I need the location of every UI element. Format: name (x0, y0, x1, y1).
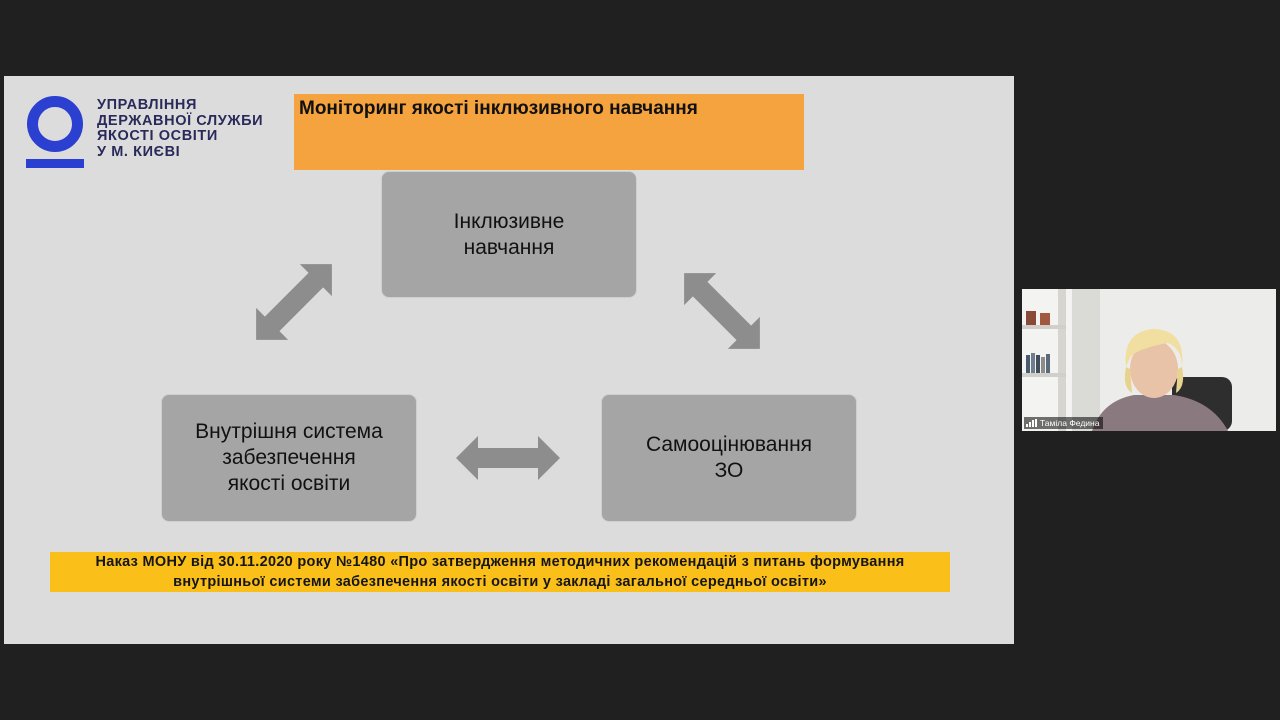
participant-video-feed (1022, 289, 1276, 431)
organization-name-line: УПРАВЛІННЯ (97, 97, 197, 113)
organization-logo-icon (26, 96, 84, 168)
order-reference-note: Наказ МОНУ від 30.11.2020 року №1480 «Пр… (50, 552, 950, 592)
node-internal-quality-system: Внутрішня система забезпечення якості ос… (161, 394, 417, 522)
double-arrow-icon (668, 257, 776, 365)
organization-name: УПРАВЛІННЯ ДЕРЖАВНОЇ СЛУЖБИ ЯКОСТІ ОСВІТ… (97, 97, 264, 160)
presentation-slide: УПРАВЛІННЯ ДЕРЖАВНОЇ СЛУЖБИ ЯКОСТІ ОСВІТ… (4, 76, 1014, 644)
node-label: Самооцінювання ЗО (645, 433, 813, 482)
node-inclusive-education: Інклюзивне навчання (381, 171, 637, 298)
note-line: Наказ МОНУ від 30.11.2020 року №1480 «Пр… (95, 554, 905, 570)
organization-name-line: ДЕРЖАВНОЇ СЛУЖБИ (97, 112, 264, 129)
double-arrow-icon (240, 248, 348, 356)
participant-video-tile[interactable]: Таміла Федина (1022, 289, 1276, 431)
participant-name: Таміла Федина (1040, 418, 1100, 428)
slide-title-bar: Моніторинг якості інклюзивного навчання (294, 94, 804, 170)
organization-name-line: У М. КИЄВІ (97, 143, 181, 160)
organization-name-line: ЯКОСТІ ОСВІТИ (97, 128, 218, 144)
signal-strength-icon (1026, 419, 1037, 427)
note-line: внутрішньої системи забезпечення якості … (173, 574, 827, 590)
node-label: Внутрішня система забезпечення якості ос… (195, 420, 383, 495)
node-self-assessment: Самооцінювання ЗО (601, 394, 857, 522)
node-label: Інклюзивне навчання (453, 209, 565, 259)
double-arrow-icon (456, 436, 560, 480)
slide-title: Моніторинг якості інклюзивного навчання (299, 98, 698, 119)
participant-name-label: Таміла Федина (1024, 417, 1104, 429)
